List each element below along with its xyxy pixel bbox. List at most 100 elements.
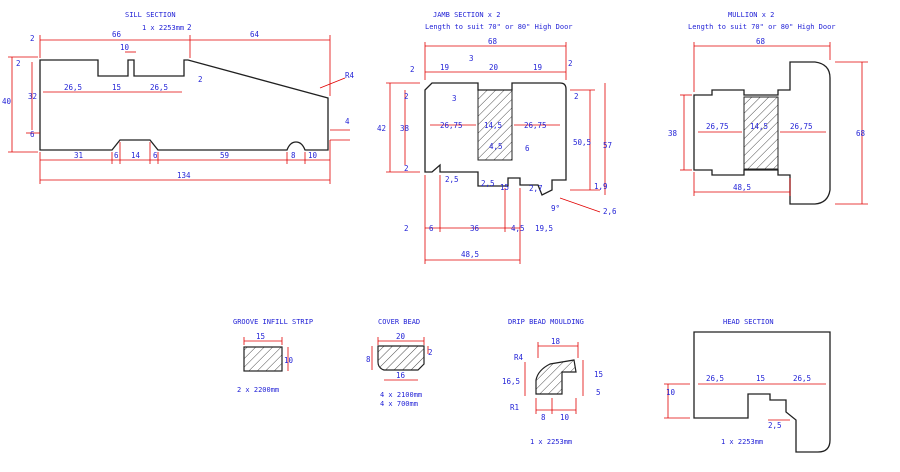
head-dim: 26,5 [793,374,811,383]
sill-dim: 6 [114,151,119,160]
sill-dim: 134 [177,171,191,180]
jamb-dim: 4,5 [489,142,503,151]
cover-title: COVER BEAD [378,318,420,326]
sill-title: SILL SECTION [125,11,176,19]
sill-dim: 2 [187,23,192,32]
sill-qty: 1 x 2253mm [142,24,184,32]
cover-bead: COVER BEAD 20 8 2 16 4 x 2100mm 4 x 700m… [366,318,433,408]
jamb-dim: 1,9 [594,182,608,191]
jamb-dim: 9° [551,204,560,213]
sill-dim: 64 [250,30,260,39]
mullion-subtitle: Length to suit 70" or 80" High Door [688,23,836,31]
drip-title: DRIP BEAD MOULDING [508,318,584,326]
jamb-dim: 14,5 [484,121,502,130]
jamb-dim: 2 [404,224,409,233]
drip-dim: 18 [551,337,561,346]
groove-dim: 15 [256,332,265,341]
jamb-dim: 2 [404,92,409,101]
head-profile [693,331,831,453]
drip-dim: 15 [594,370,603,379]
head-dim: 2,5 [768,421,782,430]
sill-dim: 10 [120,43,130,52]
jamb-dim: 19 [440,63,449,72]
jamb-dim: 48,5 [461,250,479,259]
jamb-hatch [477,89,513,161]
sill-dim: 14 [131,151,141,160]
mullion-section: MULLION x 2 Length to suit 70" or 80" Hi… [668,11,868,205]
mullion-dim: 26,75 [790,122,813,131]
cover-dim: 20 [396,332,406,341]
jamb-dim: 57 [603,141,612,150]
jamb-dim: 15 [500,183,509,192]
jamb-dim: 2 [574,92,579,101]
head-dimensions [664,383,826,421]
jamb-dim: 19,5 [535,224,553,233]
head-dim: 26,5 [706,374,724,383]
mullion-dim: 26,75 [706,122,729,131]
jamb-dim: 6 [429,224,434,233]
jamb-dim: 4,5 [511,224,525,233]
jamb-dim: 20 [489,63,499,72]
jamb-dim: 2 [568,59,573,68]
jamb-dim: 3 [452,94,457,103]
head-dim: 15 [756,374,765,383]
cover-dim: 8 [366,355,371,364]
cover-qty1: 4 x 2100mm [380,391,422,399]
sill-dim: 4 [345,117,350,126]
groove-dim: 10 [284,356,294,365]
jamb-dim: 42 [377,124,386,133]
sill-dim: 8 [291,151,296,160]
sill-dim: 6 [153,151,158,160]
jamb-dim: 36 [470,224,480,233]
sill-dim: R4 [345,71,355,80]
jamb-profile [424,82,567,196]
jamb-dim: 2 [410,65,415,74]
cover-qty2: 4 x 700mm [380,400,418,408]
mullion-hatch [743,96,779,170]
groove-infill-strip: GROOVE INFILL STRIP 15 10 2 x 2200mm [233,318,313,394]
sill-dim: 32 [28,92,37,101]
jamb-dim: 26,75 [440,121,463,130]
drip-section [535,359,577,395]
sill-dimensions [8,35,350,184]
drip-dim: 5 [596,388,601,397]
jamb-subtitle: Length to suit 70" or 80" High Door [425,23,573,31]
mullion-dim: 48,5 [733,183,751,192]
groove-qty: 2 x 2200mm [237,386,279,394]
cover-dim: 16 [396,371,406,380]
sill-dim: 2 [16,59,21,68]
jamb-dim: 3 [469,54,474,63]
jamb-dim: 2,6 [603,207,617,216]
sill-dim: 10 [308,151,318,160]
cover-dim: 2 [428,348,433,357]
mullion-profile [693,61,831,205]
sill-dim: 40 [2,97,12,106]
mullion-dim: 38 [668,129,678,138]
drip-dim: R4 [514,353,524,362]
mullion-dim: 68 [856,129,866,138]
drip-dim: R1 [510,403,519,412]
jamb-dim: 38 [400,124,410,133]
sill-section: SILL SECTION 1 x 2253mm 2 66 2 10 64 2 3… [2,11,355,184]
sill-dim: 6 [30,130,35,139]
mullion-dim: 14,5 [750,122,768,131]
jamb-dim: 26,75 [524,121,547,130]
sill-dim: 2 [198,75,203,84]
head-title: HEAD SECTION [723,318,774,326]
groove-title: GROOVE INFILL STRIP [233,318,313,326]
drip-dim: 10 [560,413,570,422]
cover-section [377,345,425,371]
cover-dimensions [371,337,429,381]
drip-dim: 16,5 [502,377,520,386]
drip-qty: 1 x 2253mm [530,438,572,446]
drip-dimensions [524,342,584,414]
jamb-dim: 6 [525,144,530,153]
sill-dim: 15 [112,83,121,92]
groove-dimensions [243,337,289,371]
sill-dim: 59 [220,151,229,160]
jamb-dim: 50,5 [573,138,591,147]
jamb-dim: 2,5 [445,175,459,184]
jamb-dim: 2 [404,164,409,173]
head-section: HEAD SECTION 10 26,5 15 26,5 2,5 1 x 225… [664,318,831,453]
